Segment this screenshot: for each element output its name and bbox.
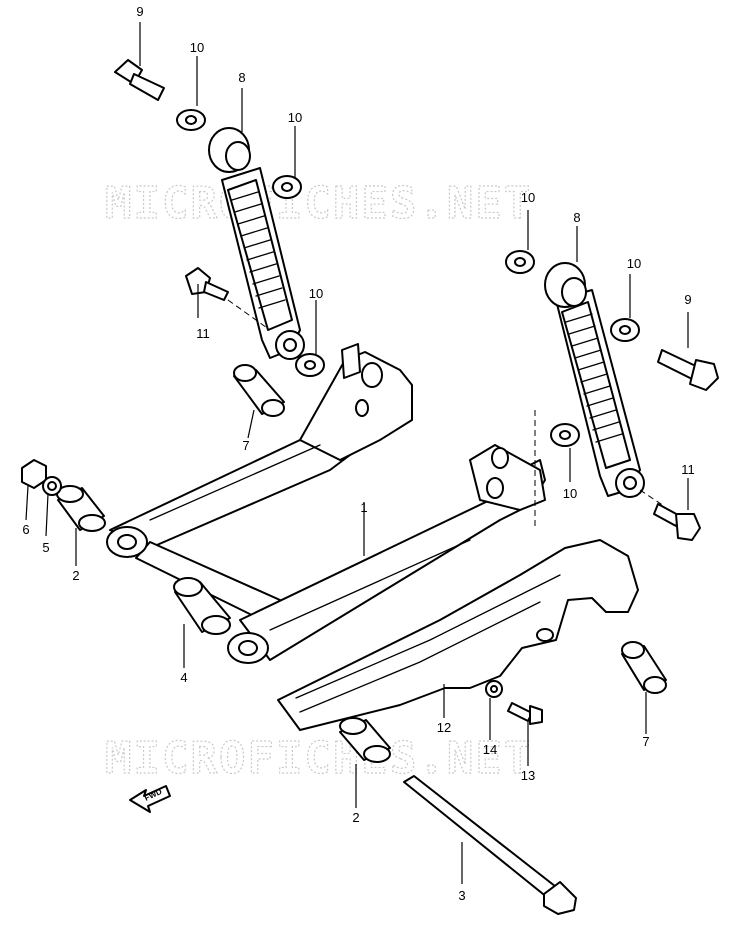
callout-13: 13 [521, 768, 535, 783]
bolt-left-11 [185, 267, 271, 331]
watermark-top: MICROFICHES.NET [105, 178, 532, 229]
callout-8-right: 8 [573, 210, 580, 225]
callout-12: 12 [437, 720, 451, 735]
callout-1: 1 [360, 500, 367, 515]
callout-10-d: 10 [521, 190, 535, 205]
washer-left-1-hole [185, 115, 197, 125]
washer-right-2-hole [619, 325, 631, 335]
callout-11-left: 11 [196, 326, 210, 341]
callout-2-left: 2 [72, 568, 79, 583]
callout-5: 5 [42, 540, 49, 555]
bolt-13 [507, 702, 543, 725]
callout-10-b: 10 [288, 110, 302, 125]
callout-9-top: 9 [136, 4, 143, 19]
bolt-right-11 [639, 489, 701, 541]
callout-2-bottom: 2 [352, 810, 359, 825]
watermark-bottom: MICROFICHES.NET [105, 733, 532, 784]
swing-arm-left [109, 343, 413, 549]
callout-11-right: 11 [681, 462, 695, 477]
pivot-left-hole [117, 534, 137, 550]
bush-2-left [56, 485, 106, 532]
collar-7-right [621, 641, 667, 694]
callout-10-f: 10 [563, 486, 577, 501]
leader-lines [25, 22, 689, 884]
callout-8-left: 8 [238, 70, 245, 85]
callout-3: 3 [458, 888, 465, 903]
main-swing-arm [239, 410, 546, 661]
right-shock-absorber [544, 262, 645, 498]
washer-14-hole [490, 685, 498, 693]
collar-7-left [233, 364, 285, 417]
callout-4: 4 [180, 670, 187, 685]
bolt-top-left [114, 59, 165, 101]
washer-left-3-hole [304, 360, 316, 370]
callout-9-right: 9 [684, 292, 691, 307]
washer-right-1-hole [514, 257, 526, 267]
pivot-shaft-3 [403, 775, 577, 915]
callout-14: 14 [483, 742, 497, 757]
bolt-right-9 [657, 349, 719, 391]
pivot-right-hole [238, 640, 258, 656]
left-shock-absorber [208, 127, 305, 360]
callout-10-c: 10 [309, 286, 323, 301]
washer-left-2-hole [281, 182, 293, 192]
chain-case [277, 539, 639, 731]
callout-10-e: 10 [627, 256, 641, 271]
fwd-arrow-icon: FWD [129, 785, 171, 813]
bush-2-bottom [339, 717, 391, 763]
callout-6: 6 [22, 522, 29, 537]
washer-right-3-hole [559, 430, 571, 440]
callout-7-right: 7 [642, 734, 649, 749]
callout-7-left: 7 [242, 438, 249, 453]
callout-10-a: 10 [190, 40, 204, 55]
washer-5-hole [47, 481, 57, 491]
bush-4 [173, 577, 231, 635]
